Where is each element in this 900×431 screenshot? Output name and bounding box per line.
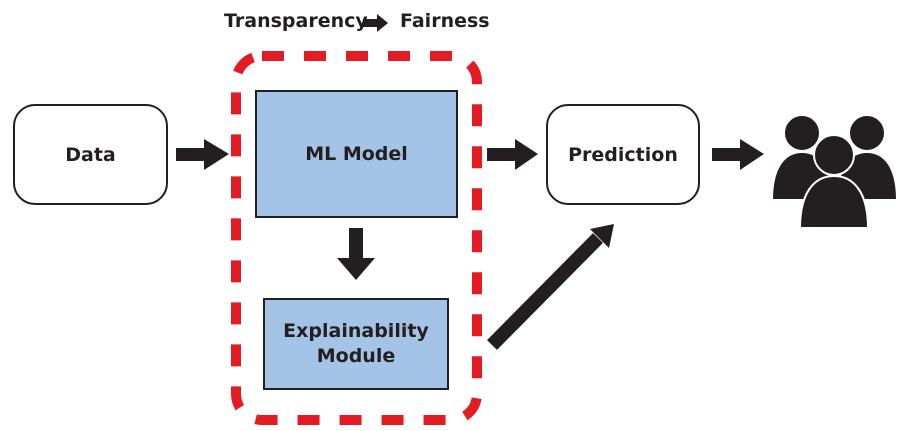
arrow-explainability-to-prediction bbox=[487, 224, 614, 350]
ml-model-node: ML Model bbox=[255, 90, 458, 218]
right-arrow-icon bbox=[363, 14, 388, 32]
users-group-icon bbox=[770, 114, 899, 229]
title-transparency: Transparency bbox=[224, 10, 368, 32]
prediction-label: Prediction bbox=[568, 143, 678, 166]
ml-model-label: ML Model bbox=[305, 142, 408, 165]
title-fairness: Fairness bbox=[400, 10, 490, 32]
prediction-node: Prediction bbox=[546, 104, 700, 205]
diagram-title: Transparency Fairness bbox=[0, 10, 900, 40]
data-node: Data bbox=[13, 104, 168, 205]
data-node-label: Data bbox=[65, 143, 116, 166]
arrow-model-to-prediction bbox=[487, 139, 538, 170]
arrow-prediction-to-users bbox=[712, 139, 764, 170]
transparency-boundary bbox=[231, 51, 482, 425]
arrow-model-to-explainability bbox=[337, 228, 375, 280]
arrow-data-to-model bbox=[176, 139, 229, 170]
